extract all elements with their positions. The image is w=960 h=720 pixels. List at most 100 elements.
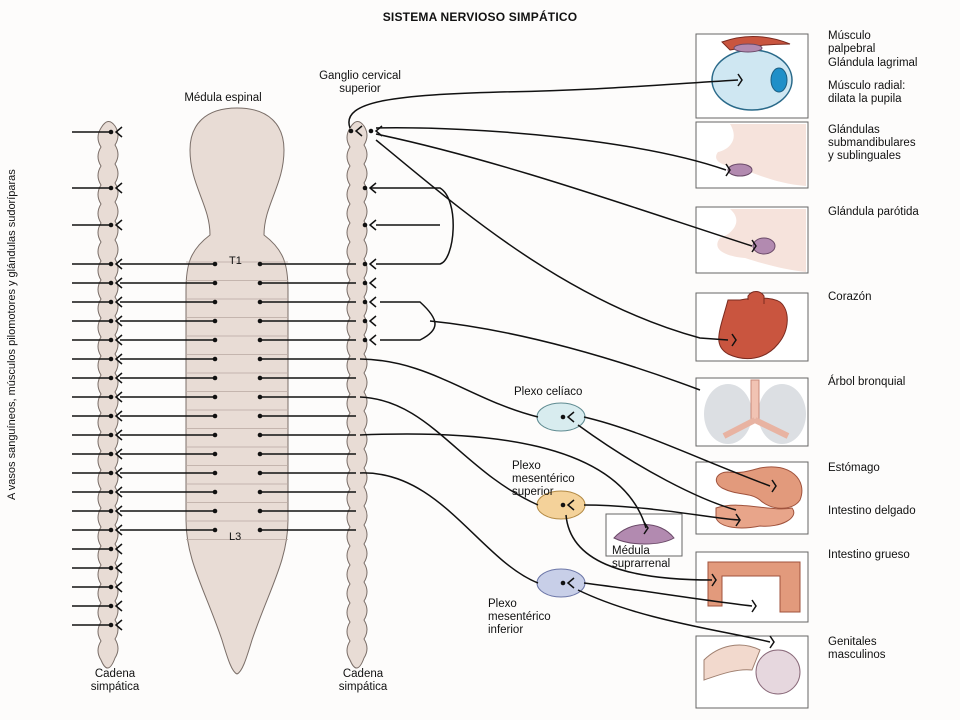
cord-left-neuron [212,356,218,362]
right-chain-synapse-fork [368,219,377,231]
organ-label-stomach: Estómago [828,462,880,474]
trachea [750,379,760,421]
organ-label-genitals: Genitales masculinos [828,636,886,661]
celiac-synapse-dot [560,414,566,420]
left-chain-synapse-fork [114,448,123,460]
cord-right-neuron [257,280,263,286]
cord-left-neuron [212,299,218,305]
left-chain-synapse-dot [108,546,114,552]
left-chain-synapse-dot [108,565,114,571]
left-chain-synapse-fork [114,258,123,270]
organ-ending [751,239,757,253]
left-chain-label: Cadena simpática [90,668,140,693]
right-chain-synapse-fork [368,315,377,327]
cord-right-neuron [257,413,263,419]
mid-collector [380,301,436,341]
left-chain-synapse-dot [108,129,114,135]
celiac-to-stomach [583,416,771,487]
submandibular-gland [727,163,753,177]
sup-mesenteric-synapse-dot [560,502,566,508]
left-chain-synapse-fork [114,334,123,346]
left-chain-synapse-dot [108,261,114,267]
spinal-cord [185,107,289,675]
cord-right-neuron [257,299,263,305]
adrenal-label: Médula suprarrenal [612,545,671,570]
left-chain-synapse-fork [114,581,123,593]
bronchial-pathway [429,320,701,391]
organ-ending [769,635,775,649]
inf-mesenteric-synapse-fork [566,577,575,589]
left-chain-synapse-dot [108,185,114,191]
adrenal-gland [613,524,675,545]
heart-shape [718,297,788,360]
celiac-to-intestine [577,424,737,511]
organ-label-large-intestine: Intestino grueso [828,549,910,561]
right-chain-synapse-dot [362,318,368,324]
sup-mesenteric-to-intestine [583,504,741,521]
left-chain-synapse-dot [108,470,114,476]
left-chain-synapse-fork [114,372,123,384]
left-chain-synapse-fork [114,410,123,422]
cord-left-neuron [212,261,218,267]
right-chain-synapse-dot [362,280,368,286]
left-chain-synapse-fork [114,277,123,289]
cord-left-neuron [212,375,218,381]
left-chain-synapse-fork [114,524,123,536]
left-chain-synapse-fork [114,219,123,231]
cord-left-neuron [212,413,218,419]
cord-right-neuron [257,451,263,457]
lacrimal-gland [733,43,763,53]
organ-label-small-intestine: Intestino delgado [828,505,916,517]
cord-right-neuron [257,432,263,438]
organ-label-palpebral: Músculo palpebral [828,30,876,55]
right-chain-synapse-fork [368,258,377,270]
organ-label-radial: Músculo radial: dilata la pupila [828,80,906,105]
inf-mesenteric-synapse-dot [560,580,566,586]
left-chain-synapse-dot [108,622,114,628]
left-chain-synapse-dot [108,394,114,400]
celiac-synapse-fork [566,411,575,423]
organ-ending [771,479,777,493]
left-chain-synapse-fork [114,486,123,498]
organ-ending [643,521,649,535]
heart-aorta [747,291,765,304]
organ-label-submandibular: Glándulas submandibulares y sublinguales [828,124,916,162]
right-chain-synapse-fork [368,296,377,308]
right-chain-synapse-dot [362,222,368,228]
left-chain-synapse-fork [114,315,123,327]
l3-label: L3 [229,531,242,543]
submandibular-pathway [375,127,727,171]
right-chain-synapse-dot [362,337,368,343]
cord-right-neuron [257,375,263,381]
cord-left-neuron [212,489,218,495]
organ-ending [751,599,757,613]
organ-ending [737,73,743,87]
left-side-label: A vasos sanguíneos, músculos pilomotores… [6,169,18,500]
cord-right-neuron [257,394,263,400]
left-chain-synapse-dot [108,413,114,419]
left-chain-synapse-fork [114,505,123,517]
left-chain-synapse-dot [108,603,114,609]
cervical-ganglion-synapse-dot [348,128,354,134]
organ-label-parotid: Glándula parótida [828,206,919,218]
testis [755,649,801,695]
small-intestine-shape [715,504,795,529]
left-chain-synapse-dot [108,489,114,495]
diagram-title: SISTEMA NERVIOSO SIMPÁTICO [382,10,578,24]
organ-label-heart: Corazón [828,291,872,303]
genital-shape [703,644,761,681]
left-chain-synapse-dot [108,375,114,381]
cord-left-neuron [212,527,218,533]
left-chain-synapse-fork [114,391,123,403]
stomach-shape [715,466,803,509]
upper-thoracic-collector [370,187,454,265]
cord-left-neuron [212,508,218,514]
organ-ending [725,163,731,177]
left-chain-synapse-fork [114,619,123,631]
left-chain-synapse-dot [108,337,114,343]
cord-left-neuron [212,394,218,400]
organ-ending [731,333,737,347]
left-chain-synapse-fork [114,353,123,365]
